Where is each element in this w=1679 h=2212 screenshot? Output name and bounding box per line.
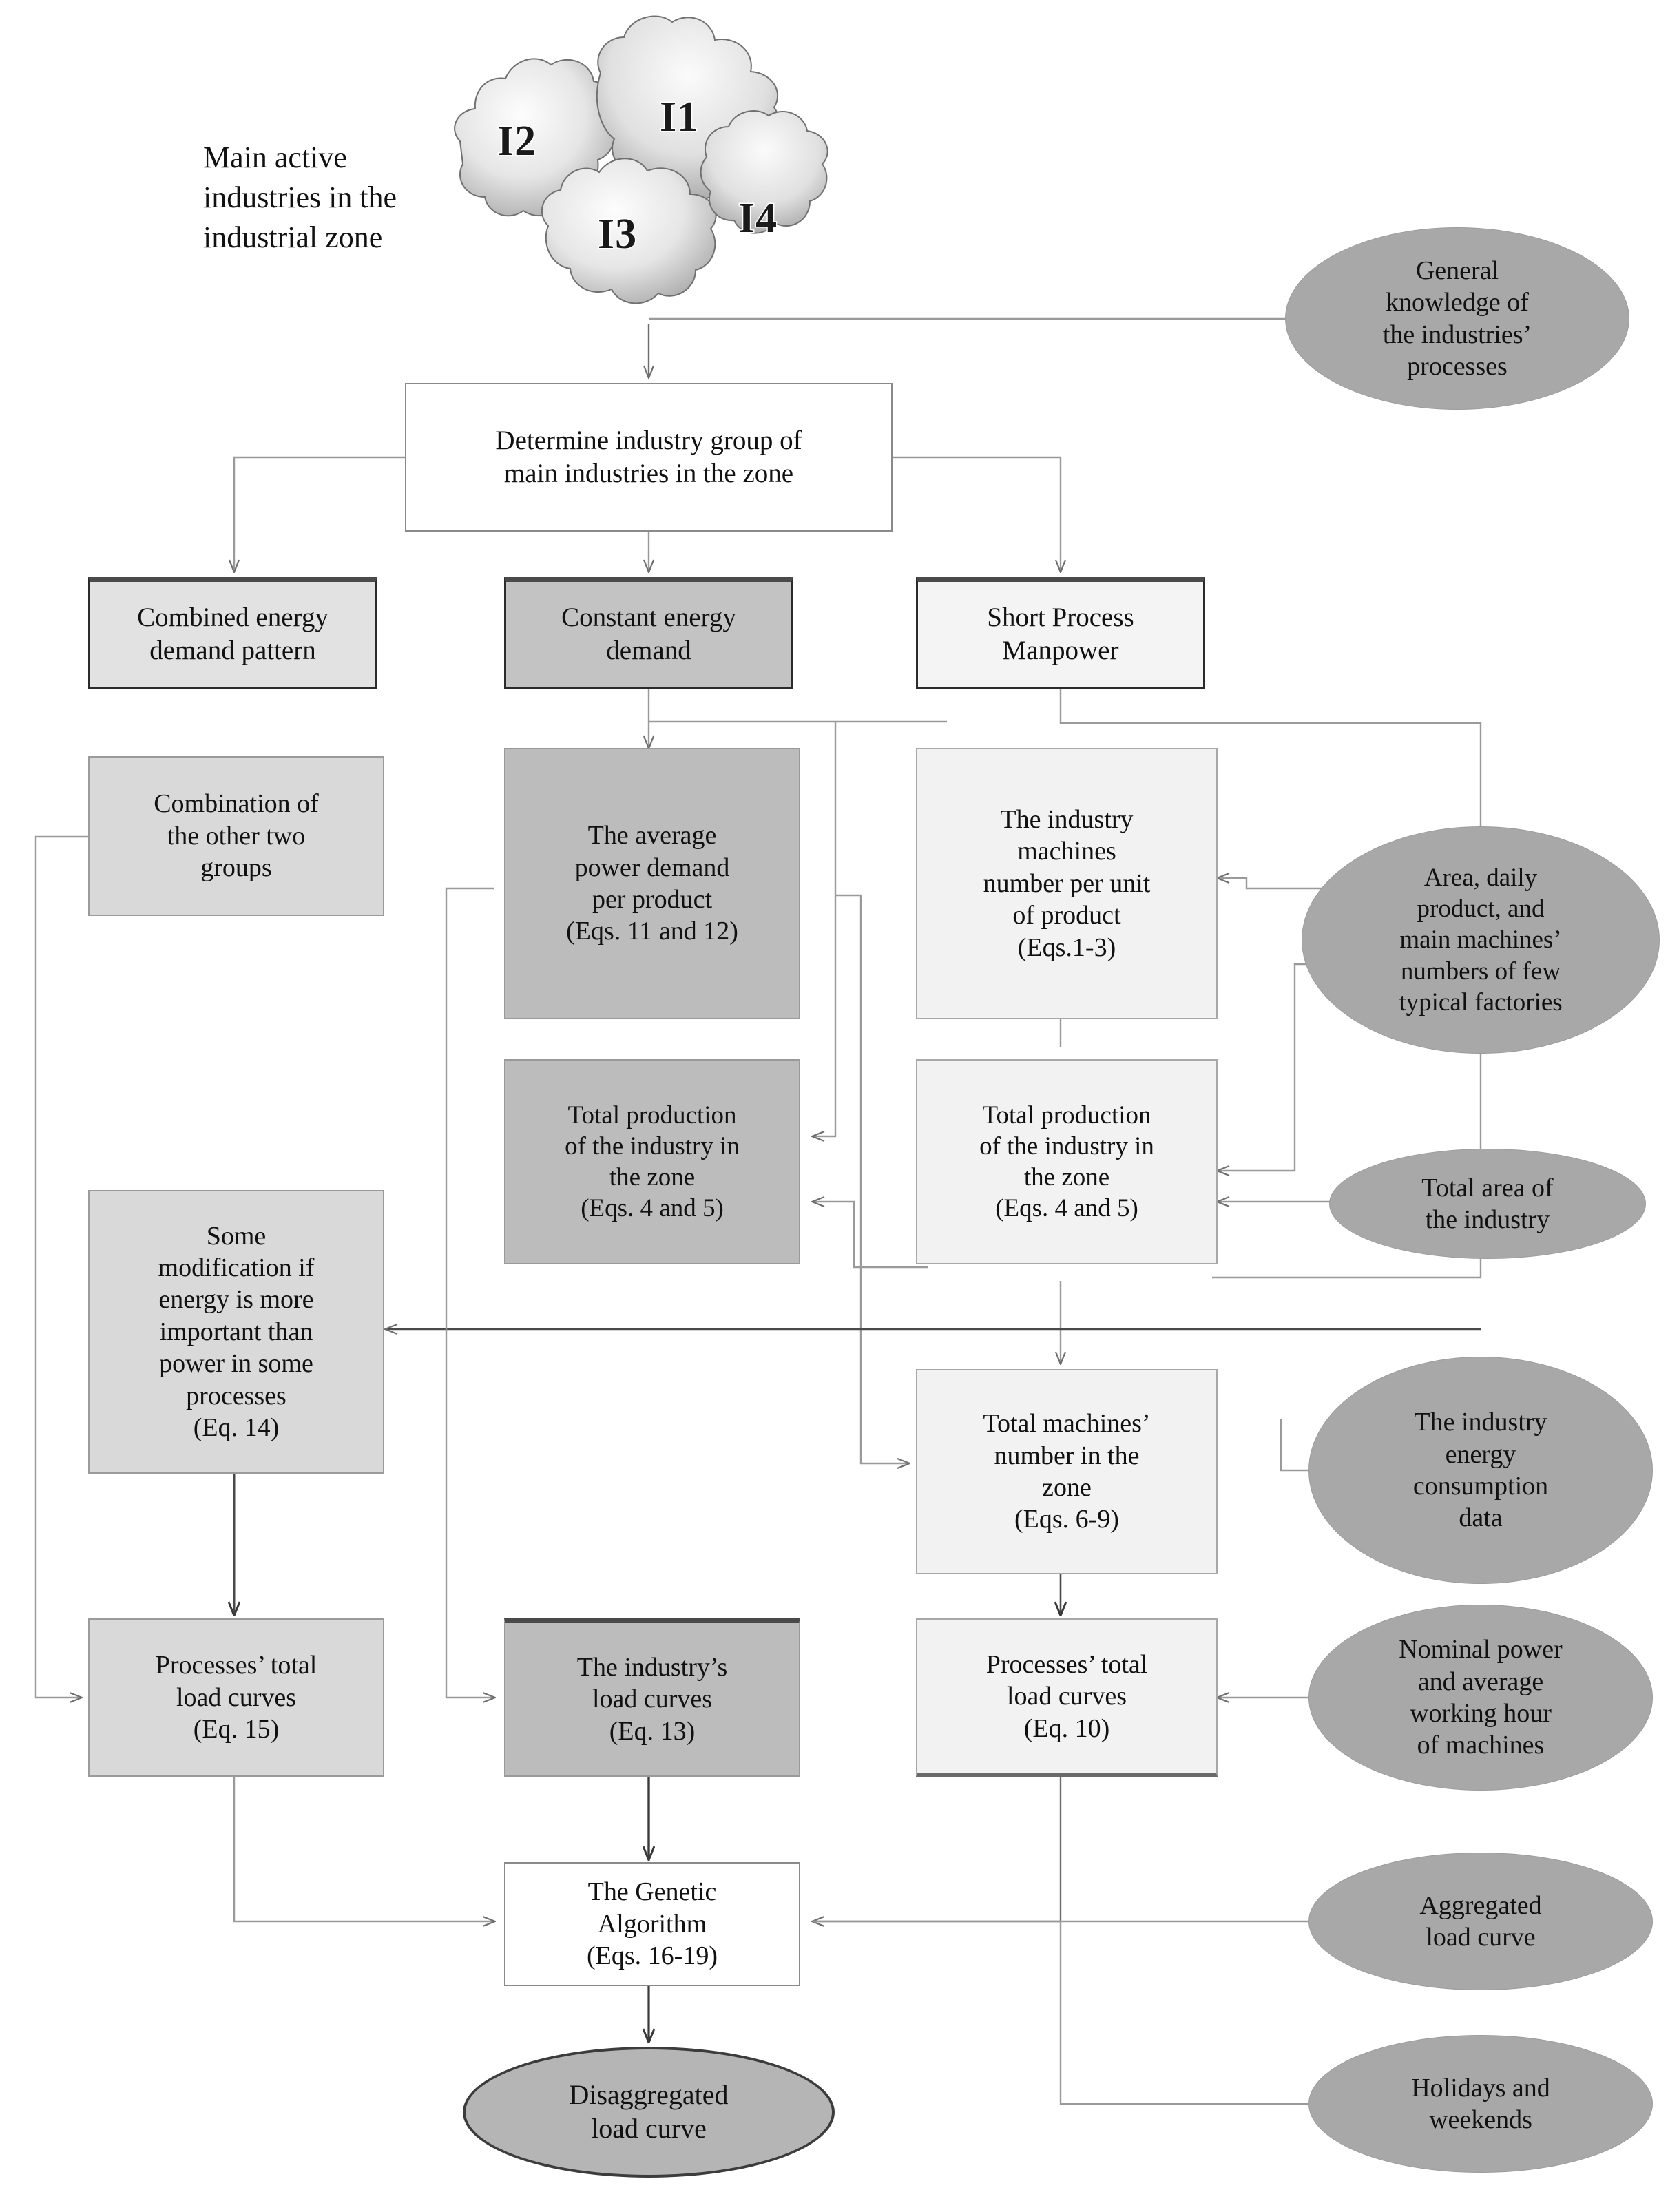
combination-two-groups-box[interactable]: Combination of the other two groups: [88, 756, 384, 916]
cloud-label-i3: I3: [596, 210, 638, 259]
area-daily-product-ellipse[interactable]: Area, daily product, and main machines’ …: [1302, 826, 1660, 1054]
constant-energy-demand-box[interactable]: Constant energy demand: [504, 577, 793, 689]
processes-load-curves-right-box[interactable]: Processes’ total load curves (Eq. 10): [916, 1618, 1218, 1777]
total-area-ellipse[interactable]: Total area of the industry: [1329, 1149, 1646, 1259]
short-process-manpower-box[interactable]: Short Process Manpower: [916, 577, 1205, 689]
page-title: Main active industries in the industrial…: [203, 140, 397, 255]
total-production-right-box[interactable]: Total production of the industry in the …: [916, 1059, 1218, 1264]
determine-industry-group-box[interactable]: Determine industry group of main industr…: [405, 383, 893, 532]
cloud-label-i3-text: I3: [596, 210, 638, 259]
cloud-label-i1: I1: [658, 93, 700, 142]
average-power-demand-box[interactable]: The average power demand per product (Eq…: [504, 748, 800, 1019]
holidays-weekends-ellipse[interactable]: Holidays and weekends: [1308, 2035, 1653, 2173]
cloud-label-i2-text: I2: [496, 117, 537, 166]
energy-consumption-data-ellipse[interactable]: The industry energy consumption data: [1308, 1357, 1653, 1584]
cloud-label-i1-text: I1: [658, 93, 700, 142]
industry-cloud-cluster: I2 I1 I3 I4: [420, 7, 895, 324]
total-machines-number-box[interactable]: Total machines’ number in the zone (Eqs.…: [916, 1369, 1218, 1574]
genetic-algorithm-box[interactable]: The Genetic Algorithm (Eqs. 16-19): [504, 1862, 800, 1986]
nominal-power-ellipse[interactable]: Nominal power and average working hour o…: [1308, 1605, 1653, 1791]
total-production-mid-box[interactable]: Total production of the industry in the …: [504, 1059, 800, 1264]
general-knowledge-ellipse[interactable]: General knowledge of the industries’ pro…: [1285, 227, 1629, 410]
some-modification-box[interactable]: Some modification if energy is more impo…: [88, 1190, 384, 1474]
industry-load-curves-box[interactable]: The industry’s load curves (Eq. 13): [504, 1618, 800, 1777]
machines-number-per-unit-box[interactable]: The industry machines number per unit of…: [916, 748, 1218, 1019]
processes-load-curves-left-box[interactable]: Processes’ total load curves (Eq. 15): [88, 1618, 384, 1777]
cloud-label-i4-text: I4: [737, 194, 778, 243]
cloud-label-i2: I2: [496, 117, 537, 166]
aggregated-load-curve-ellipse[interactable]: Aggregated load curve: [1308, 1853, 1653, 1990]
cloud-label-i4: I4: [737, 194, 778, 243]
combined-energy-demand-box[interactable]: Combined energy demand pattern: [88, 577, 377, 689]
disaggregated-load-curve-ellipse[interactable]: Disaggregated load curve: [463, 2047, 835, 2178]
